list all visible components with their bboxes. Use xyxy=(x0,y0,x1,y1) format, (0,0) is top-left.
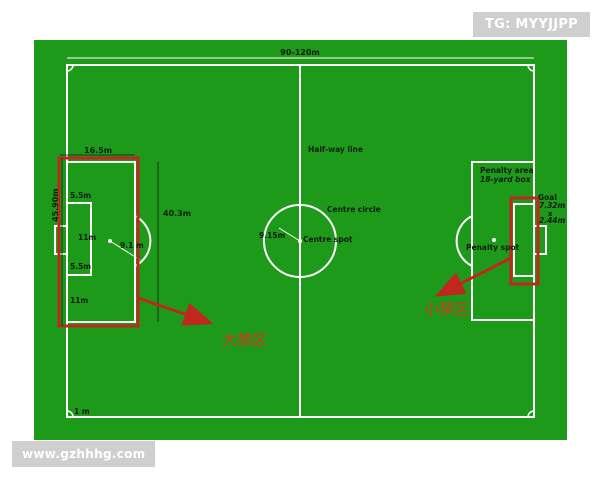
centre-circle xyxy=(263,204,337,278)
site-watermark: www.gzhhhg.com xyxy=(12,441,156,467)
centre-circle-radius-label: 9.15m xyxy=(259,231,286,240)
left-goal xyxy=(54,225,68,255)
penalty-area-width-label: 40.3m xyxy=(163,209,191,218)
big-box-annotation: 大禁区 xyxy=(222,331,267,349)
big-box-arrow xyxy=(137,296,214,326)
goal-width-label: 7.32m xyxy=(539,201,566,210)
penalty-area-depth-label: 16.5m xyxy=(84,146,112,155)
corner-arc-top-left xyxy=(66,64,74,72)
centre-circle-label: Centre circle xyxy=(327,205,381,214)
penalty-spot-distance-label: 11m xyxy=(78,233,96,242)
right-penalty-spot xyxy=(492,238,496,242)
right-goal xyxy=(533,225,547,255)
lower-offset-label: 11m xyxy=(70,296,88,305)
goal-x-label: x xyxy=(548,210,553,218)
small-box-annotation: 小禁区 xyxy=(424,300,469,318)
corner-arc-label: 1 m xyxy=(74,407,90,416)
left-penalty-arc xyxy=(134,215,152,267)
big-box-highlight xyxy=(57,156,140,328)
goal-area-depth-label: 5.5m xyxy=(70,191,91,200)
corner-arc-bottom-right xyxy=(527,410,535,418)
total-box-width-label: 45.90m xyxy=(51,188,60,222)
small-box-arrow xyxy=(434,256,512,297)
arc-radius-label: 9.1 m xyxy=(120,241,144,250)
goal-area-width-label: 5.5m xyxy=(70,262,91,271)
width-label: 90-120m xyxy=(280,48,320,57)
centre-spot-label: Centre spot xyxy=(303,235,353,244)
centre-radius-line xyxy=(278,227,301,242)
small-box-highlight xyxy=(509,196,540,286)
yard-box-label: 18-yard box xyxy=(480,175,532,184)
corner-arc-top-right xyxy=(527,64,535,72)
corner-arc-bottom-left xyxy=(66,410,74,418)
penalty-spot-label: Penalty spot xyxy=(466,243,520,252)
left-arc-radius-line xyxy=(109,240,141,261)
right-penalty-arc xyxy=(455,215,473,267)
tag-watermark: TG: MYYJJPP xyxy=(472,12,590,37)
penalty-area-label: Penalty area xyxy=(480,166,534,175)
halfway-line-label: Half-way line xyxy=(308,145,363,154)
goal-height-label: 2.44m xyxy=(539,216,566,225)
goal-label: Goal xyxy=(538,193,557,202)
